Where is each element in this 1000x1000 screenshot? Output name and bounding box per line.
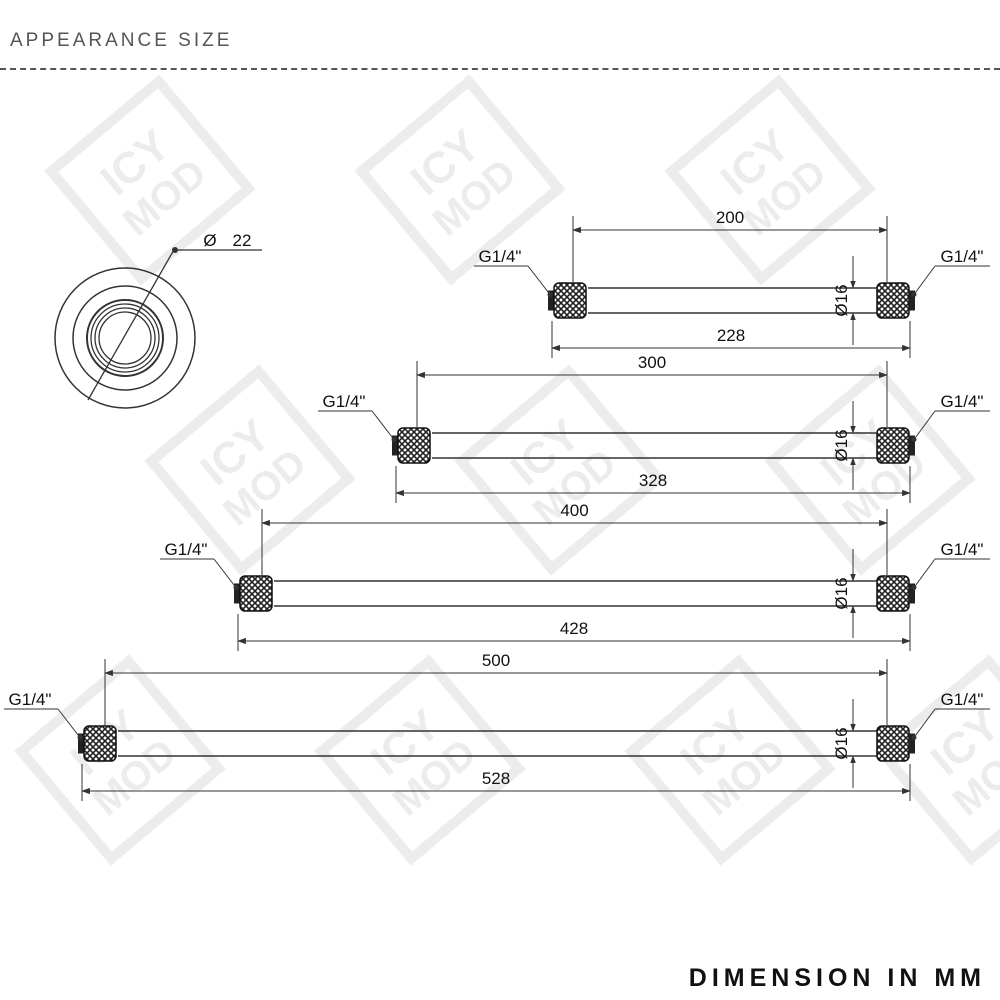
overall-length-label: 228 <box>717 326 745 345</box>
tube-assembly: 200 228 Ø16 G1/4" G1/4" <box>474 208 990 358</box>
left-thread-stub <box>392 435 398 456</box>
right-leader-dot <box>911 735 917 740</box>
right-fitting <box>876 725 910 762</box>
overall-length-label: 328 <box>639 471 667 490</box>
bore-ring <box>94 307 156 369</box>
watermark-frame <box>664 74 876 286</box>
watermark-frame <box>14 654 226 866</box>
inner-length-label: 500 <box>482 651 510 670</box>
watermark-frame <box>354 74 566 286</box>
left-leader-dot <box>233 585 239 590</box>
left-thread-stub <box>234 583 240 604</box>
overall-length-label: 428 <box>560 619 588 638</box>
tube-drawings: 200228Ø16G1/4"G1/4"300328Ø16G1/4"G1/4"40… <box>4 208 990 801</box>
left-fitting <box>397 427 431 464</box>
diameter-leader <box>87 247 176 401</box>
left-thread-label: G1/4" <box>323 392 366 411</box>
left-thread-stub <box>78 733 84 754</box>
diameter-symbol: Ø <box>203 231 216 250</box>
tube-assembly: 500 528 Ø16 G1/4" G1/4" <box>4 651 990 801</box>
left-fitting <box>239 575 273 612</box>
watermark-frame <box>624 654 836 866</box>
tube-diameter-label: Ø16 <box>832 727 851 759</box>
watermark-frame <box>874 654 1000 866</box>
watermark-frame <box>44 74 256 286</box>
watermark-frame <box>314 654 526 866</box>
right-thread-stub <box>909 435 915 456</box>
left-leader-dot <box>547 292 553 297</box>
left-thread-label: G1/4" <box>9 690 52 709</box>
right-fitting <box>876 575 910 612</box>
right-thread-label: G1/4" <box>941 690 984 709</box>
tube-diameter-label: Ø16 <box>832 429 851 461</box>
right-fitting <box>876 427 910 464</box>
right-thread-stub <box>909 290 915 311</box>
header-divider <box>0 68 1000 70</box>
right-thread-leader <box>913 708 936 738</box>
inner-length-label: 200 <box>716 208 744 227</box>
left-thread-stub <box>548 290 554 311</box>
tube-diameter-label: Ø16 <box>832 577 851 609</box>
left-thread-leader <box>57 708 81 738</box>
left-thread-label: G1/4" <box>479 247 522 266</box>
right-leader-dot <box>911 437 917 442</box>
tube-assembly: 300 328 Ø16 G1/4" G1/4" <box>318 353 990 503</box>
tube-assembly: 400 428 Ø16 G1/4" G1/4" <box>160 501 990 651</box>
right-thread-stub <box>909 733 915 754</box>
units-note: DIMENSION IN MM <box>688 964 986 992</box>
bore-ring <box>98 311 152 365</box>
right-thread-label: G1/4" <box>941 392 984 411</box>
tube-diameter-label: Ø16 <box>832 284 851 316</box>
left-fitting <box>553 282 587 319</box>
left-thread-label: G1/4" <box>165 540 208 559</box>
end-diameter-label: 22 <box>233 231 252 250</box>
right-thread-leader <box>913 558 936 588</box>
overall-length-label: 528 <box>482 769 510 788</box>
right-thread-leader <box>913 265 936 295</box>
left-fitting <box>83 725 117 762</box>
page-title: APPEARANCE SIZE <box>10 30 233 51</box>
right-thread-label: G1/4" <box>941 247 984 266</box>
bore-ring <box>90 303 160 373</box>
right-thread-label: G1/4" <box>941 540 984 559</box>
right-fitting <box>876 282 910 319</box>
inner-length-label: 400 <box>560 501 588 520</box>
outer-ring <box>54 267 196 409</box>
right-leader-dot <box>911 585 917 590</box>
inner-length-label: 300 <box>638 353 666 372</box>
fitting-ring <box>72 285 178 391</box>
right-leader-dot <box>911 292 917 297</box>
end-view: Ø 22 <box>54 231 262 409</box>
bore-ring <box>86 299 164 377</box>
left-thread-leader <box>527 265 551 295</box>
left-leader-dot <box>391 437 397 442</box>
left-thread-leader <box>213 558 237 588</box>
left-leader-dot <box>77 735 83 740</box>
right-thread-stub <box>909 583 915 604</box>
right-thread-leader <box>913 410 936 440</box>
left-thread-leader <box>371 410 395 440</box>
watermark-frame <box>764 364 976 576</box>
